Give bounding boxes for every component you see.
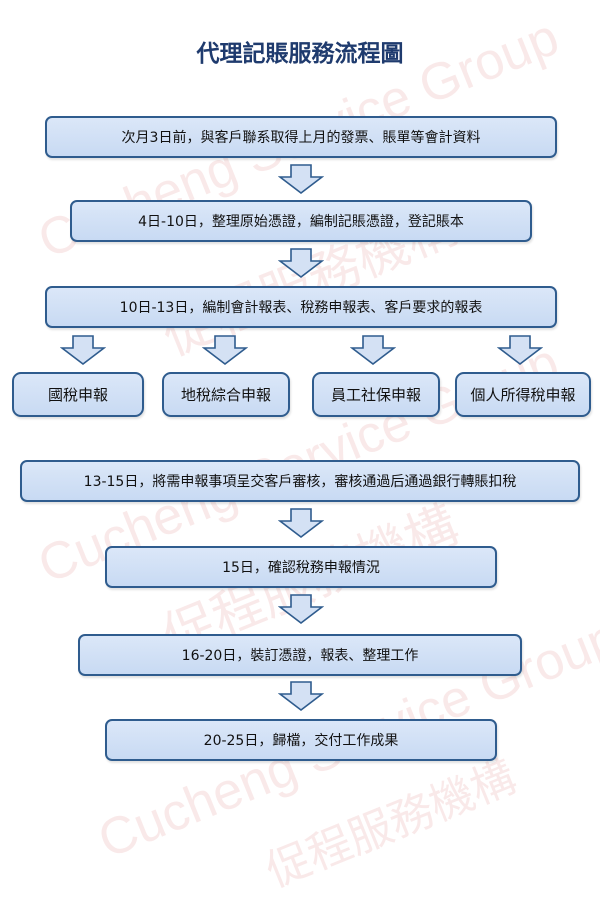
branch-social-security: 員工社保申報 [312,372,440,417]
flow-step-3: 10日-13日，編制會計報表、稅務申報表、客戶要求的報表 [45,286,557,328]
down-arrow-icon [60,335,106,365]
page-title: 代理記賬服務流程圖 [196,41,404,67]
down-arrow-icon [202,335,248,365]
branch-income-tax: 個人所得稅申報 [455,372,591,417]
down-arrow-icon [278,508,324,538]
flow-step-7: 20-25日，歸檔，交付工作成果 [105,719,497,761]
flow-step-4: 13-15日，將需申報事項呈交客戶審核，審核通過后通過銀行轉賬扣稅 [20,460,580,502]
branch-national-tax: 國稅申報 [12,372,144,417]
watermark-text: 促程服務機構 [259,752,523,897]
flow-step-2: 4日-10日，整理原始憑證，編制記賬憑證，登記賬本 [70,200,532,242]
down-arrow-icon [278,681,324,711]
branch-local-tax: 地稅綜合申報 [162,372,290,417]
down-arrow-icon [350,335,396,365]
down-arrow-icon [278,248,324,278]
down-arrow-icon [278,594,324,624]
down-arrow-icon [278,164,324,194]
down-arrow-icon [497,335,543,365]
flow-step-5: 15日，確認稅務申報情況 [105,546,497,588]
flow-step-1: 次月3日前，與客戶聯系取得上月的發票、賬單等會計資料 [45,116,557,158]
flow-step-6: 16-20日，裝訂憑證，報表、整理工作 [78,634,522,676]
